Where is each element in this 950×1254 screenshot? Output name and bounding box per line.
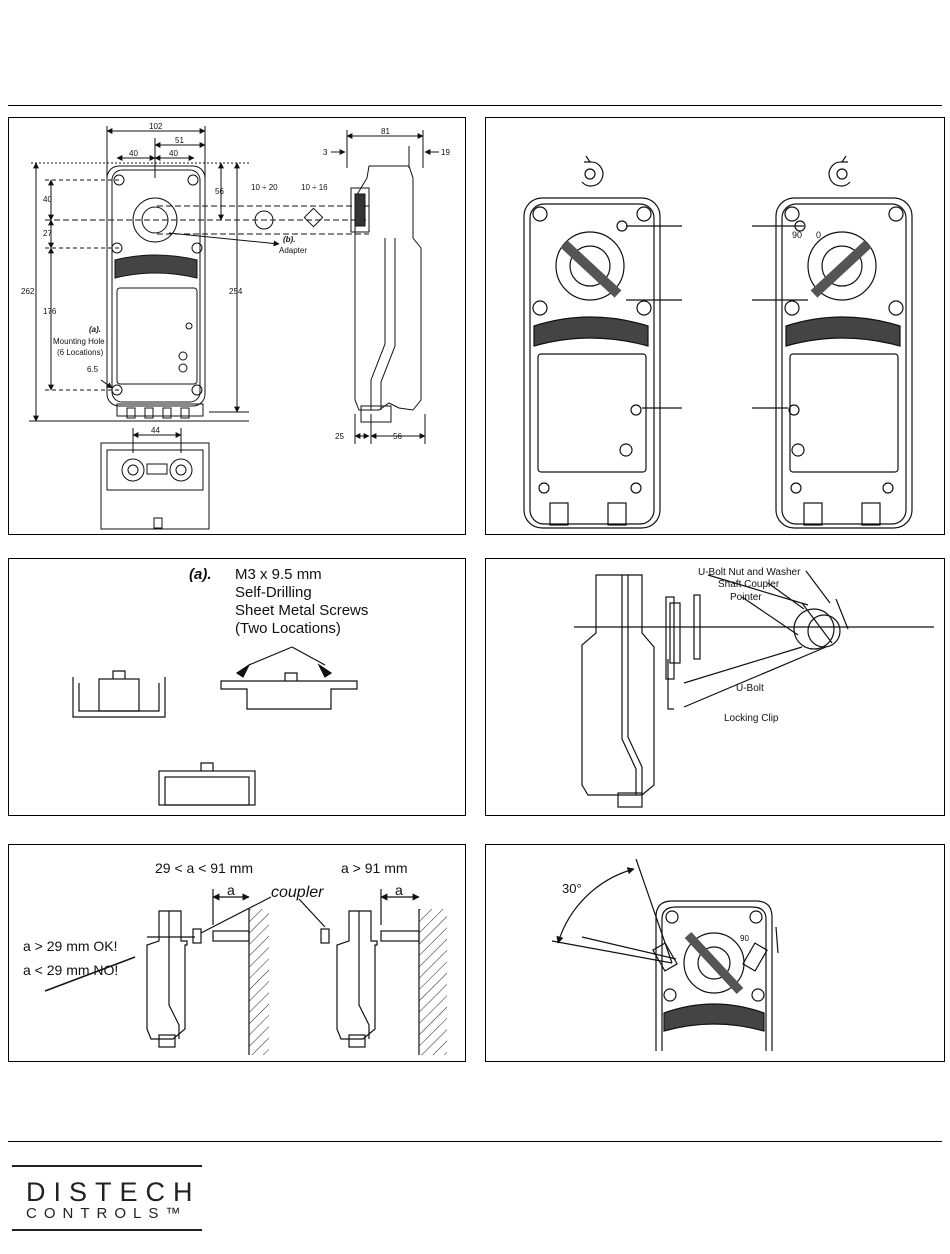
ok-label: a > 29 mm OK! <box>23 938 118 954</box>
screw-material: Sheet Metal Screws <box>235 602 368 619</box>
dim-25: 25 <box>335 432 344 441</box>
rotation-diagram: 90 0 <box>523 155 913 529</box>
mounting-hole-label: Mounting Hole <box>53 337 105 346</box>
shaft-square-range: 10 ÷ 16 <box>301 183 328 192</box>
label-b: (b). <box>283 235 295 244</box>
screw-locations: (Two Locations) <box>235 620 341 637</box>
dim-56-bottom: 56 <box>393 432 402 441</box>
scale-0-label: 0 <box>816 230 821 240</box>
logo-line1: DISTECH <box>26 1177 201 1207</box>
dim-254: 254 <box>229 287 243 296</box>
dim-176: 176 <box>43 307 57 316</box>
locking-clip-label: Locking Clip <box>724 713 779 724</box>
logo-line2: CONTROLS™ <box>26 1205 188 1222</box>
scale-90-label: 90 <box>740 934 749 943</box>
dim-51: 51 <box>175 136 184 145</box>
screw-spec: M3 x 9.5 mm <box>235 566 322 583</box>
header-rule <box>8 105 942 106</box>
dim-56: 56 <box>215 187 224 196</box>
dim-262: 262 <box>21 287 35 296</box>
rotation-direction-panel: 90 0 <box>485 117 945 535</box>
angle-diagram: 30° 90 <box>551 858 779 1051</box>
coupler-distance-diagram: 29 < a < 91 mm a > 91 mm a a coupler a >… <box>23 860 447 1055</box>
distech-controls-logo: DISTECH CONTROLS™ <box>12 1165 202 1231</box>
dim-6-5: 6.5 <box>87 365 99 374</box>
ubolt-label: U-Bolt <box>736 683 764 694</box>
dim-40-right: 40 <box>169 149 178 158</box>
label-a: (a). <box>89 325 101 334</box>
range-left-label: 29 < a < 91 mm <box>155 860 253 876</box>
a-right-label: a <box>395 882 403 898</box>
angle-panel: 30° 90 <box>485 844 945 1062</box>
dim-27: 27 <box>43 229 52 238</box>
no-label: a < 29 mm NO! <box>23 962 118 978</box>
a-left-label: a <box>227 882 235 898</box>
screws-panel: (a). M3 x 9.5 mm Self-Drilling Sheet Met… <box>8 558 466 816</box>
angle-label: 30° <box>562 881 582 896</box>
locations-label: (6 Locations) <box>57 348 104 357</box>
dim-81: 81 <box>381 127 390 136</box>
shaft-coupler-panel: U-Bolt Nut and Washer Shaft Coupler Poin… <box>485 558 945 816</box>
footer-rule <box>8 1141 942 1142</box>
dimension-drawing: 102 51 40 40 40 27 56 262 176 254 6.5 44… <box>21 122 450 530</box>
scale-90-label: 90 <box>792 230 802 240</box>
dim-44: 44 <box>151 426 160 435</box>
pointer-label: Pointer <box>730 592 762 603</box>
dim-40-left: 40 <box>129 149 138 158</box>
ubolt-nut-label: U-Bolt Nut and Washer <box>698 567 801 578</box>
shaft-coupler-label: Shaft Coupler <box>718 579 780 590</box>
label-a: (a). <box>189 566 212 583</box>
dimension-drawing-panel: 102 51 40 40 40 27 56 262 176 254 6.5 44… <box>8 117 466 535</box>
shaft-round-range: 10 ÷ 20 <box>251 183 278 192</box>
screw-type: Self-Drilling <box>235 584 312 601</box>
dim-40-vertical: 40 <box>43 195 52 204</box>
shaft-coupler-diagram: U-Bolt Nut and Washer Shaft Coupler Poin… <box>574 567 934 808</box>
coupler-label: coupler <box>271 884 324 901</box>
range-right-label: a > 91 mm <box>341 860 408 876</box>
coupler-distance-panel: 29 < a < 91 mm a > 91 mm a a coupler a >… <box>8 844 466 1062</box>
screws-diagram: (a). M3 x 9.5 mm Self-Drilling Sheet Met… <box>72 566 368 806</box>
dim-19: 19 <box>441 148 450 157</box>
dim-102: 102 <box>149 122 163 131</box>
dim-3: 3 <box>323 148 328 157</box>
adapter-label: Adapter <box>279 246 307 255</box>
